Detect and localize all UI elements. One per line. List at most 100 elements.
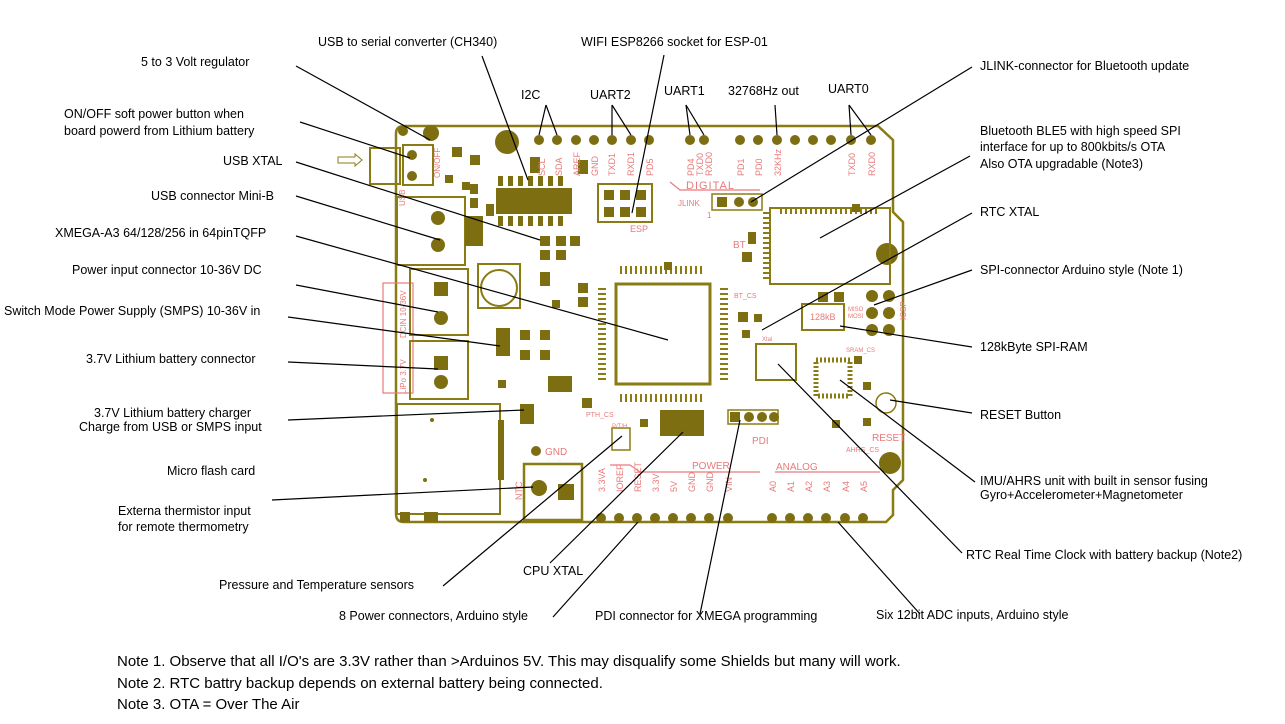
silk-pin-label: TXD0 [695, 153, 705, 176]
silk-power-pin: 3.3V [651, 473, 661, 492]
label-smps: Switch Mode Power Supply (SMPS) 10-36V i… [4, 304, 261, 318]
label-usb-connector: USB connector Mini-B [151, 189, 274, 203]
silk-reset: RESET [872, 433, 905, 444]
label-rtc-xtal: RTC XTAL [980, 205, 1040, 219]
silk-sram-chip: 128kB [810, 312, 836, 322]
silk-bt-cs: BT_CS [734, 293, 757, 300]
silk-miso: MISO [848, 307, 864, 313]
silk-pin-label: RXD0 [867, 152, 877, 176]
silk-lipo: LiPo 3.7V [399, 359, 408, 394]
label-power-input: Power input connector 10-36V DC [72, 263, 262, 277]
silk-analog-pin: A3 [822, 481, 832, 492]
silk-pin-label: PD1 [736, 158, 746, 176]
silk-pin-label: SDA [554, 157, 564, 176]
silk-pin-label: TXD0 [847, 153, 857, 176]
silk-pin-label: PD0 [754, 158, 764, 176]
label-jlink: JLINK-connector for Bluetooth update [980, 59, 1190, 73]
note-1: Note 1. Observe that all I/O's are 3.3V … [117, 653, 901, 670]
silk-mosi: MOSI [848, 314, 864, 320]
label-onoff-2: board powerd from Lithium battery [64, 124, 255, 138]
silk-power: POWER [692, 461, 730, 472]
silk-analog-pin: A5 [859, 481, 869, 492]
label-rtc: RTC Real Time Clock with battery backup … [966, 548, 1243, 562]
silk-power-pin: GND [687, 472, 697, 493]
silk-jlink: JLINK [678, 199, 700, 208]
silk-power-pin: 5V [669, 481, 679, 492]
label-charger-2: Charge from USB or SMPS input [79, 420, 262, 434]
label-uart2: UART2 [590, 88, 631, 102]
label-usb-serial: USB to serial converter (CH340) [318, 35, 498, 49]
mounting-pads [398, 125, 901, 474]
label-spi: SPI-connector Arduino style (Note 1) [980, 263, 1183, 277]
xmega-mcu [598, 262, 728, 402]
label-ble-2: interface for up to 800kbits/s OTA [980, 140, 1166, 154]
board-outline [394, 124, 905, 524]
silk-pin-label: GND [590, 156, 600, 177]
silk-pth: P/T/H [612, 424, 627, 430]
silk-analog-pin: A2 [804, 481, 814, 492]
silk-usb: USB [398, 190, 407, 206]
note-3: Note 3. OTA = Over The Air [117, 696, 300, 713]
bottom-header-pads [596, 513, 868, 523]
label-reset: RESET Button [980, 408, 1062, 422]
label-xmega: XMEGA-A3 64/128/256 in 64pinTQFP [55, 226, 267, 240]
silk-pdi: PDI [752, 436, 769, 447]
silk-jlink-pin: 1 [707, 211, 712, 220]
silk-onoff: ON/OFF [433, 148, 442, 178]
leader-lines [271, 54, 976, 618]
label-lithium-connector: 3.7V Lithium battery connector [86, 352, 256, 366]
silk-ntc: NTC [514, 481, 524, 500]
label-usb-xtal: USB XTAL [223, 154, 283, 168]
silk-pin-label: AREF [572, 151, 582, 176]
label-uart0: UART0 [828, 82, 869, 96]
silk-analog-pin: A0 [768, 481, 778, 492]
silk-analog-pin: A1 [786, 481, 796, 492]
silk-sram-cs: SRAM_CS [846, 348, 875, 354]
label-imu-2: Gyro+Accelerometer+Magnetometer [980, 488, 1183, 502]
silk-bt: BT [733, 240, 746, 251]
silk-pth-cs: PTH_CS [586, 412, 614, 419]
label-pdi: PDI connector for XMEGA programming [595, 609, 818, 623]
silk-digital: DIGITAL [686, 180, 735, 192]
label-imu-1: IMU/AHRS unit with built in sensor fusin… [980, 474, 1208, 488]
silk-xtal: Xtal [762, 337, 772, 343]
silk-pin-label: SCL [537, 158, 547, 176]
silk-power-pin: GND [705, 472, 715, 493]
label-thermistor-1: Externa thermistor input [118, 504, 251, 518]
silk-analog-pin: A4 [841, 481, 851, 492]
top-header-pads [534, 135, 876, 145]
label-onoff-1: ON/OFF soft power button when [64, 107, 244, 121]
label-sram: 128kByte SPI-RAM [980, 340, 1088, 354]
label-adc: Six 12bit ADC inputs, Arduino style [876, 608, 1069, 622]
label-uart1: UART1 [664, 84, 705, 98]
silk-gnd: GND [545, 447, 567, 458]
note-2: Note 2. RTC battry backup depends on ext… [117, 675, 603, 692]
right-side-parts [738, 290, 897, 428]
silk-power-pin: 3.3VA [597, 468, 607, 492]
label-ble-3: Also OTA upgradable (Note3) [980, 157, 1144, 171]
silk-pin-label: RXD1 [626, 152, 636, 176]
silk-esp: ESP [630, 224, 648, 234]
usb-serial-and-esp [445, 147, 653, 260]
silk-lines [382, 181, 880, 473]
label-charger-1: 3.7V Lithium battery charger [94, 406, 252, 420]
label-32768hz: 32768Hz out [728, 84, 799, 98]
label-i2c: I2C [521, 88, 541, 102]
label-cpu-xtal: CPU XTAL [523, 564, 584, 578]
silk-pin-label: RXD0 [704, 152, 714, 176]
silk-power-pin: IOREF [615, 464, 625, 492]
label-pressure: Pressure and Temperature sensors [219, 578, 415, 592]
center-bottom-parts [496, 272, 779, 480]
silk-pin-label: PD4 [686, 158, 696, 176]
label-wifi: WIFI ESP8266 socket for ESP-01 [581, 35, 768, 49]
silk-dcin: DCIN 10-36V [399, 290, 408, 338]
label-micro-flash: Micro flash card [167, 464, 256, 478]
silk-icsp: ICSP [899, 301, 908, 320]
label-power-connectors: 8 Power connectors, Arduino style [339, 609, 528, 623]
silk-pin-label: 32KHz [773, 148, 783, 176]
arrow-icon [337, 152, 363, 168]
silk-pin-label: TXD1 [607, 153, 617, 176]
silk-power-pin: VIN [724, 477, 734, 492]
label-regulator: 5 to 3 Volt regulator [141, 55, 250, 69]
